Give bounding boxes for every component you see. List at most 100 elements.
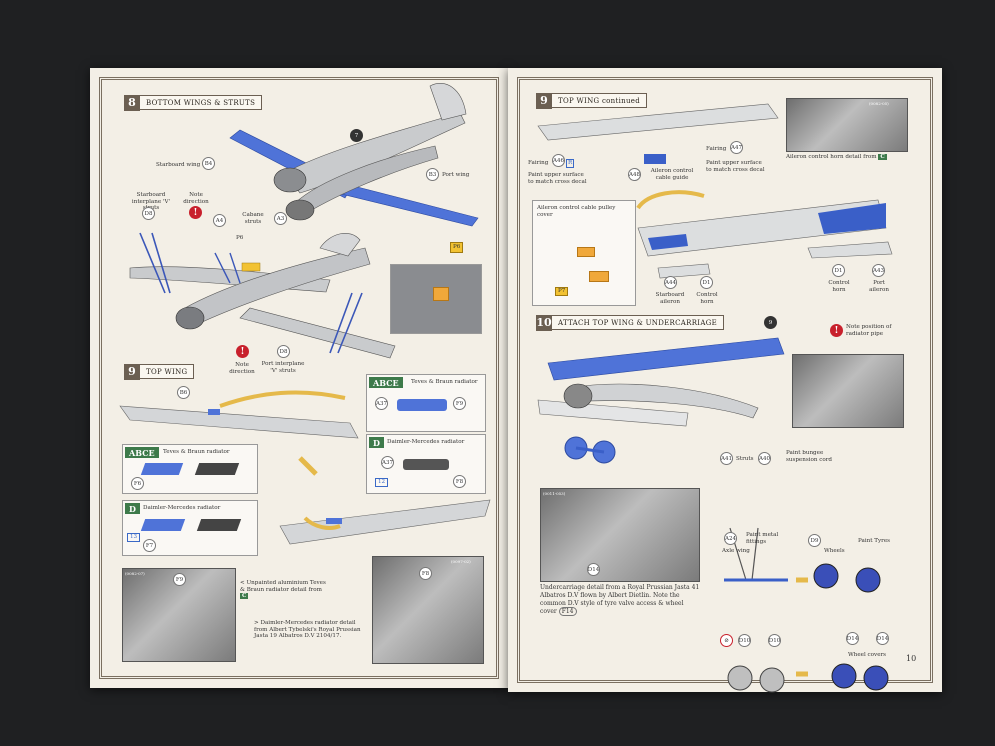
step-number: 9 [124,363,140,380]
part-b3: B3 [426,168,439,181]
part-f6: F6 [131,477,144,490]
daimler-radiator-label: Daimler-Mercedes radiator [143,505,221,511]
p6-detail-tag: P6 [450,242,464,253]
variant-tag: ABCE [125,447,159,458]
step-number: 8 [124,94,140,111]
top-wing-underside-diagram [537,103,893,279]
part-a40: A40 [758,452,771,465]
step-number: 10 [536,314,552,331]
port-struts-label: Port interplane 'V' struts [261,361,305,374]
right-page: 9 TOP WING continued Fairing A46 R Paint… [508,68,942,693]
prohibited-icon: ⊘ [720,634,733,647]
part-f8: F8 [453,475,466,488]
cabane-struts-label: Cabane struts [242,212,264,225]
top-wing-undercarriage-diagram [537,337,889,693]
radiator-photo-2: (0097-02) F8 [372,556,484,664]
step-number: 9 [536,92,552,109]
photo-code: (0097-02) [451,559,471,564]
left-page: 8 BOTTOM WINGS & STRUTS 7 Starboard wing… [90,68,508,688]
photo-code: (0082-05) [869,101,889,106]
page-border [99,77,499,679]
paint-upper-surface-a: Paint upper surface [528,172,584,178]
pulley-cover-detail-box: Aileron control cable pulley cover P7 [532,200,636,306]
starboard-aileron-label: Starboard aileron [655,292,685,305]
p6-part-highlight [433,287,449,301]
part-a48: A48 [628,168,641,181]
daimler-radiator-box: D Daimler-Mercedes radiator A37 12 F8 [366,434,486,494]
part-f9: F9 [173,573,186,586]
part-a43: A43 [872,264,885,277]
step-title: TOP WING continued [552,93,647,108]
caption-text: Undercarriage detail from a Royal Prussi… [540,584,700,615]
wheels-label: Wheels [824,548,845,554]
top-wing-diagram [119,390,491,545]
part-d1-b: D1 [832,264,845,277]
port-aileron-label: Port aileron [869,280,889,293]
part-a41: A41 [720,452,733,465]
photo-code: (0011-053) [543,491,566,496]
starboard-wing-label: Starboard wing [156,162,201,168]
part-f9: F9 [453,397,466,410]
pulley-cover-part [577,247,595,257]
part-a37: A37 [375,397,388,410]
pulley-cover-label: Aileron control cable pulley cover [537,205,616,218]
warning-icon: ! [189,206,202,219]
paint-metal-label: Paint metal fittings [746,532,779,545]
part-a3: A3 [274,212,287,225]
step-title: TOP WING [140,364,195,379]
photo-code: (0082-07) [125,571,145,576]
part-d14-b: D14 [876,632,889,645]
paint-tyres-label: Paint Tyres [858,538,891,544]
radiator-pipe-photo [792,354,904,428]
note-direction-label-a: Note direction [183,192,209,205]
part-f7: F7 [143,539,156,552]
caption-text: < Unpainted aluminium Teves & Braun radi… [240,580,326,593]
decal-number: 13 [127,533,141,542]
page-border [517,77,933,683]
part-b6: B6 [177,386,190,399]
part-f8: F8 [419,567,432,580]
source-badge: C [878,154,887,160]
control-horn-label-a: Control horn [696,292,718,305]
caption-text: Aileron control horn detail from [786,154,877,160]
teves-radiator-box: ABCE Teves & Braun radiator A37 F9 [366,374,486,432]
part-a44: A44 [664,276,677,289]
photo-caption-1: < Unpainted aluminium Teves & Braun radi… [240,580,332,600]
step-9-header: 9 TOP WING [124,363,195,380]
part-d14: D14 [587,563,600,576]
part-a47: A47 [730,141,743,154]
part-d10-b: D10 [768,634,781,647]
variant-tag: ABCE [369,377,403,388]
part-a24: A24 [724,532,737,545]
match-cross-decal-b: to match cross decal [706,167,765,173]
photo-caption-2: > Daimler-Mercedes radiator detail from … [254,620,361,639]
teves-radiator-variant-box: ABCE Teves & Braun radiator F6 [122,444,258,494]
part-d8-b: D8 [277,345,290,358]
bottom-wing-fuselage-diagram [129,83,479,359]
variant-tag: D [125,503,140,514]
variant-tag: D [369,437,384,448]
step-8-header: 8 BOTTOM WINGS & STRUTS [124,94,263,111]
part-p6-label: P6 [236,235,244,241]
source-badge: C [240,593,249,599]
part-d10-a: D10 [738,634,751,647]
radiator-part [403,459,449,470]
decal-number: 12 [375,478,389,487]
fairing-label: Fairing [528,160,549,166]
step-9-continued-header: 9 TOP WING continued [536,92,647,109]
port-wing-label: Port wing [442,172,470,178]
part-d8-a: D8 [142,207,155,220]
radiator-photo-1: (0082-07) F9 [122,568,236,662]
fairing-label: Fairing [706,146,727,152]
note-direction-label-b: Note direction [229,362,255,375]
radiator-part [140,519,186,531]
part-d14-a: D14 [846,632,859,645]
teves-radiator-label: Teves & Braun radiator [163,449,230,455]
part-a4: A4 [213,214,226,227]
control-horn-label-b: Control horn [828,280,850,293]
radiator-part [196,519,242,531]
p6-detail-inset [390,264,482,334]
part-d1-a: D1 [700,276,713,289]
daimler-radiator-label: Daimler-Mercedes radiator [387,439,465,445]
part-9-badge: 9 [764,316,777,329]
